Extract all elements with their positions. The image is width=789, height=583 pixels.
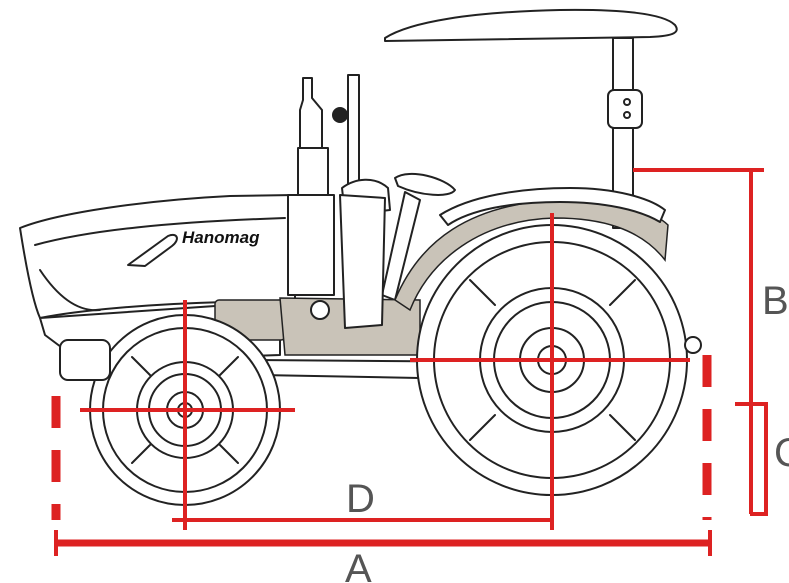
side-cover [339, 194, 386, 329]
lever-knob [332, 107, 348, 123]
brand-logo-text: Hanomag [182, 228, 260, 247]
hood-vent [127, 234, 178, 267]
tractor-illustration: Hanomag [19, 8, 702, 506]
hood-grille [39, 269, 101, 312]
label-c: C [774, 431, 789, 475]
exhaust-pipe [299, 77, 323, 149]
canopy-roof [384, 8, 678, 42]
front-axle-bracket [59, 339, 111, 381]
rops-bolt-2 [623, 111, 631, 119]
rops-bolt-1 [623, 98, 631, 106]
fuel-tank [287, 194, 335, 296]
exhaust-muffler [297, 147, 329, 199]
hood-inner-line [34, 217, 286, 246]
pto-hub [310, 300, 330, 320]
rear-fender [394, 198, 669, 312]
label-d: D [346, 477, 375, 521]
rear-hitch [684, 336, 702, 354]
label-b: B [762, 279, 789, 323]
dimension-lines [51, 168, 768, 556]
steering-wheel [394, 173, 456, 196]
label-a: A [345, 547, 372, 583]
rear-fender-top [439, 187, 666, 226]
rops-bracket [607, 89, 643, 129]
dimension-c-bracket [735, 402, 768, 516]
